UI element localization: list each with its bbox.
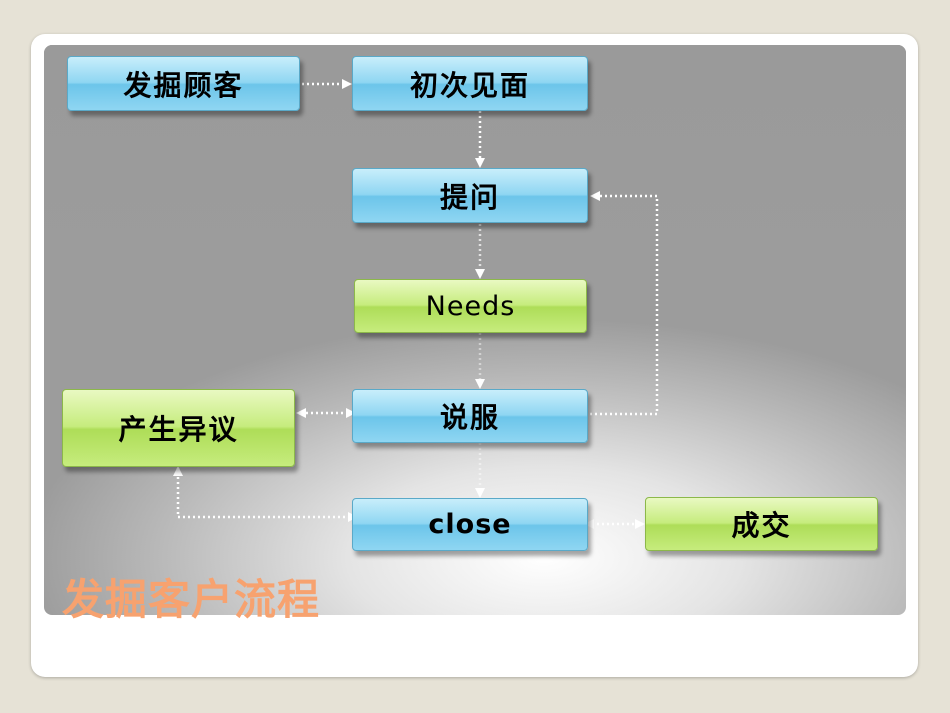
node-needs-label: Needs xyxy=(425,290,516,322)
node-objection-label: 产生异议 xyxy=(118,413,239,446)
node-close: close xyxy=(352,498,588,551)
node-deal-label: 成交 xyxy=(731,509,792,542)
node-first-meet: 初次见面 xyxy=(352,56,588,111)
node-ask-label: 提问 xyxy=(439,180,500,214)
node-deal: 成交 xyxy=(645,497,878,551)
node-persuade: 说服 xyxy=(352,389,588,443)
node-close-label: close xyxy=(428,509,512,540)
slide-title: 发掘客户流程 xyxy=(62,575,321,624)
node-first-meet-label: 初次见面 xyxy=(409,68,530,102)
node-objection: 产生异议 xyxy=(62,389,295,467)
node-discover: 发掘顾客 xyxy=(67,56,300,111)
node-needs: Needs xyxy=(354,279,587,333)
node-ask: 提问 xyxy=(352,168,588,223)
node-discover-label: 发掘顾客 xyxy=(123,68,244,102)
node-persuade-label: 说服 xyxy=(439,401,500,434)
